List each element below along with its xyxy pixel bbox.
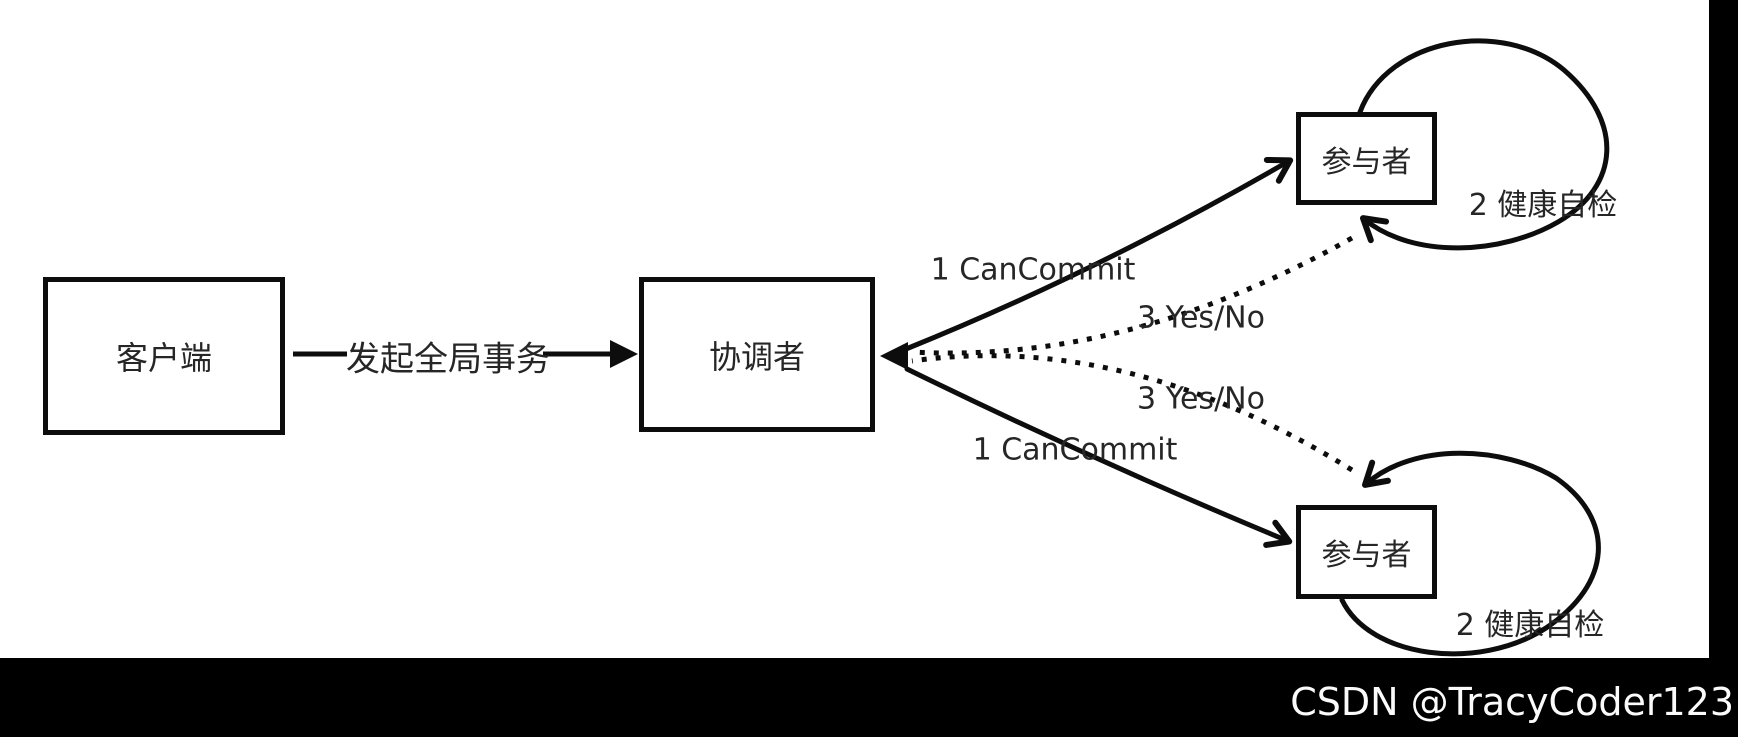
selfcheck-top-label: 2 健康自检: [1468, 188, 1618, 223]
node-coordinator-label: 协调者: [708, 337, 805, 376]
node-participant-top-label: 参与者: [1321, 144, 1412, 180]
yesno-top-label: 3 Yes/No: [1137, 300, 1265, 336]
selfcheck-bottom-label: 2 健康自检: [1455, 608, 1605, 643]
initiate-label: 发起全局事务: [346, 339, 550, 380]
yesno-bottom-label: 3 Yes/No: [1137, 381, 1265, 417]
node-participant-bottom: 参与者: [1296, 505, 1437, 599]
cancommit-top-label: 1 CanCommit: [930, 252, 1136, 288]
node-client: 客户端: [43, 277, 285, 435]
yesno-dotted-bottom: [911, 353, 1354, 473]
watermark-text: CSDN @TracyCoder123: [1290, 680, 1734, 724]
bottom-black-band: [0, 658, 1738, 737]
cancommit-arrow-bottom: [904, 366, 1293, 548]
node-participant-top: 参与者: [1296, 112, 1437, 205]
cancommit-bottom-label: 1 CanCommit: [972, 432, 1178, 468]
yesno-arrowhead-icon: [880, 342, 908, 370]
node-participant-bottom-label: 参与者: [1321, 538, 1412, 573]
selfcheck-loop-top: [1357, 38, 1610, 251]
node-client-label: 客户端: [115, 339, 212, 377]
initiate-arrowhead-icon: [610, 340, 638, 368]
selfcheck-loop-bottom: [1339, 450, 1601, 657]
node-coordinator: 协调者: [639, 277, 875, 432]
yesno-dotted-top: [911, 235, 1354, 356]
cancommit-arrow-top: [903, 156, 1294, 352]
right-black-band: [1709, 0, 1738, 737]
